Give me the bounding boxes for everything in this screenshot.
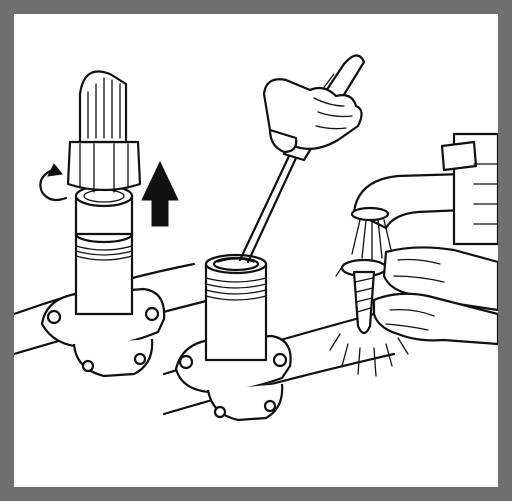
water-hose	[80, 72, 126, 143]
left-valve-stem	[76, 186, 132, 314]
middle-valve-stem	[206, 255, 266, 360]
rotate-arrow-icon	[40, 164, 66, 200]
up-arrow-icon	[142, 162, 178, 226]
hands-holding-filter	[374, 247, 498, 344]
instruction-illustration	[14, 14, 498, 487]
illustration-canvas	[14, 14, 498, 487]
faucet	[352, 134, 498, 244]
hose-coupling-nut	[68, 142, 140, 192]
